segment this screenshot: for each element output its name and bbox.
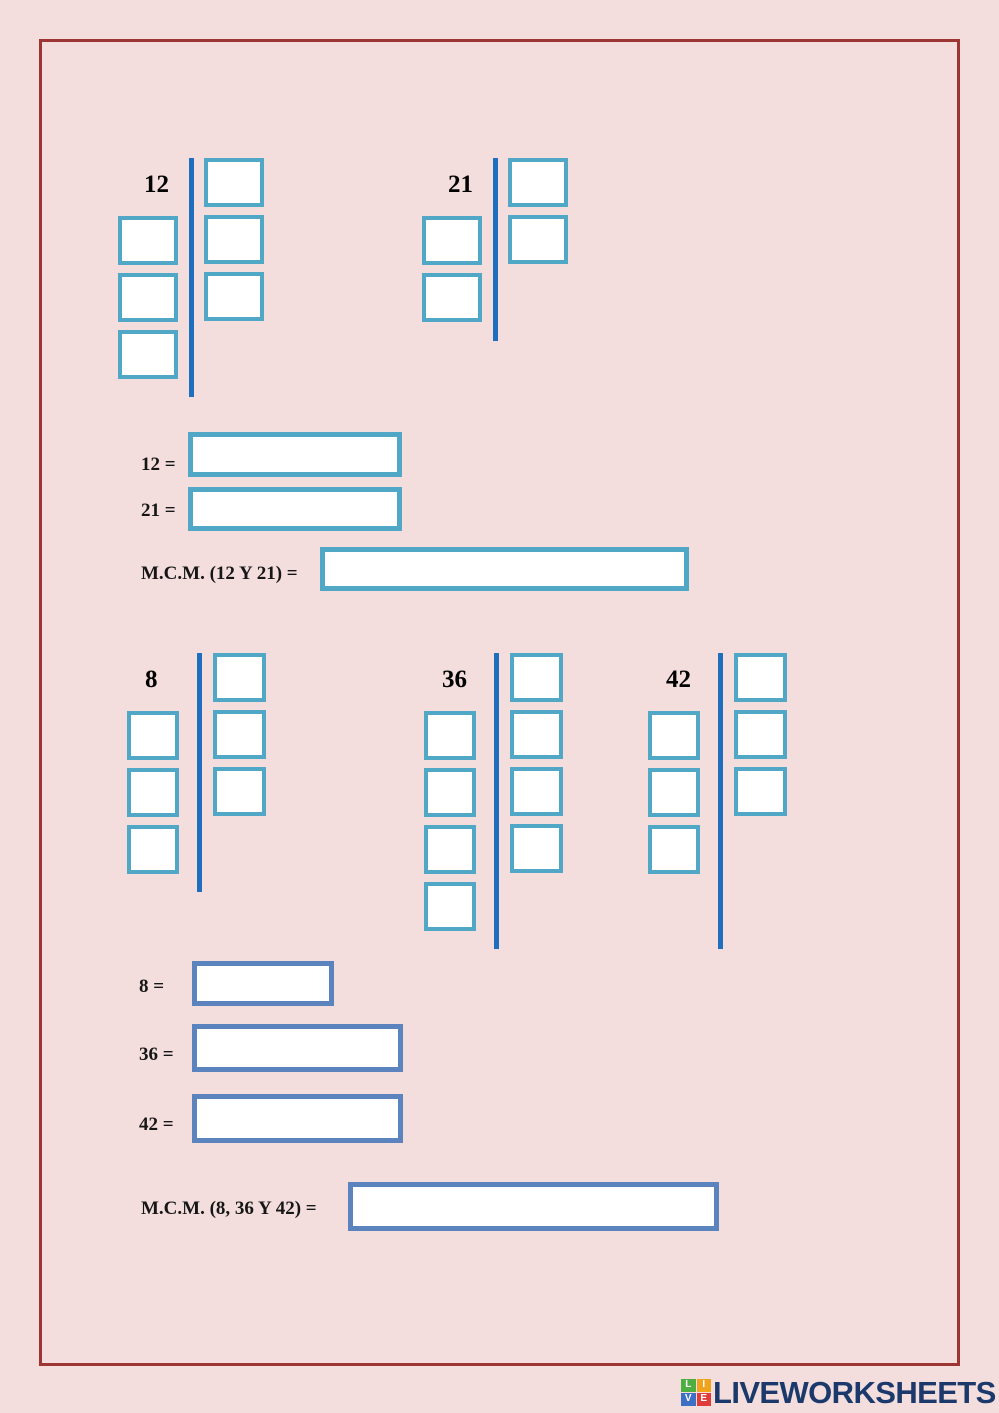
factor-cell-left[interactable] bbox=[424, 768, 476, 817]
factor-cell-left[interactable] bbox=[648, 711, 700, 760]
factor-cell-right[interactable] bbox=[204, 158, 264, 207]
answer-label: 8 = bbox=[139, 976, 165, 997]
factor-tree-number-42: 42 bbox=[666, 666, 691, 693]
factor-cell-left[interactable] bbox=[422, 273, 482, 322]
factor-tree-number-21: 21 bbox=[448, 171, 473, 198]
answer-input-mcm-12-21[interactable] bbox=[320, 547, 689, 591]
page-frame bbox=[39, 39, 960, 1366]
liveworksheets-brand-text: LIVEWORKSHEETS bbox=[713, 1374, 996, 1410]
factor-cell-left[interactable] bbox=[127, 711, 179, 760]
answer-label: M.C.M. (8, 36 Y 42) = bbox=[141, 1198, 317, 1219]
logo-letter-e: E bbox=[696, 1392, 711, 1406]
factor-cell-right[interactable] bbox=[204, 272, 264, 321]
factor-tree-divider bbox=[494, 653, 499, 949]
factor-tree-divider bbox=[718, 653, 723, 949]
answer-input-21[interactable] bbox=[188, 487, 402, 531]
factor-tree-number-8: 8 bbox=[145, 666, 158, 693]
factor-cell-left[interactable] bbox=[648, 768, 700, 817]
answer-label: M.C.M. (12 Y 21) = bbox=[141, 563, 298, 584]
factor-cell-right[interactable] bbox=[508, 215, 568, 264]
factor-cell-left[interactable] bbox=[127, 825, 179, 874]
answer-input-mcm-8-36-42[interactable] bbox=[348, 1182, 719, 1231]
factor-cell-left[interactable] bbox=[424, 882, 476, 931]
factor-cell-right[interactable] bbox=[213, 653, 266, 702]
factor-cell-right[interactable] bbox=[734, 767, 787, 816]
factor-cell-right[interactable] bbox=[204, 215, 264, 264]
factor-cell-left[interactable] bbox=[118, 330, 178, 379]
factor-cell-right[interactable] bbox=[510, 824, 563, 873]
answer-label: 36 = bbox=[139, 1044, 174, 1065]
answer-input-42[interactable] bbox=[192, 1094, 403, 1143]
factor-cell-left[interactable] bbox=[424, 711, 476, 760]
factor-tree-divider bbox=[189, 158, 194, 397]
factor-cell-left[interactable] bbox=[127, 768, 179, 817]
factor-cell-right[interactable] bbox=[213, 767, 266, 816]
factor-tree-divider bbox=[493, 158, 498, 341]
factor-cell-left[interactable] bbox=[118, 273, 178, 322]
factor-tree-number-12: 12 bbox=[144, 171, 169, 198]
factor-cell-right[interactable] bbox=[508, 158, 568, 207]
answer-input-36[interactable] bbox=[192, 1024, 403, 1072]
factor-cell-right[interactable] bbox=[734, 653, 787, 702]
factor-tree-divider bbox=[197, 653, 202, 892]
answer-input-12[interactable] bbox=[188, 432, 402, 477]
logo-letter-v: V bbox=[681, 1392, 696, 1406]
answer-label: 21 = bbox=[141, 500, 176, 521]
logo-letter-i: I bbox=[696, 1378, 711, 1392]
answer-label: 12 = bbox=[141, 454, 176, 475]
factor-cell-left[interactable] bbox=[422, 216, 482, 265]
factor-cell-right[interactable] bbox=[734, 710, 787, 759]
factor-cell-left[interactable] bbox=[118, 216, 178, 265]
factor-cell-right[interactable] bbox=[510, 653, 563, 702]
factor-cell-right[interactable] bbox=[510, 710, 563, 759]
answer-input-8[interactable] bbox=[192, 961, 334, 1006]
liveworksheets-logo-mark: L I V E bbox=[681, 1378, 711, 1406]
factor-cell-right[interactable] bbox=[510, 767, 563, 816]
factor-cell-left[interactable] bbox=[424, 825, 476, 874]
logo-letter-l: L bbox=[681, 1378, 696, 1392]
liveworksheets-logo[interactable]: L I V E LIVEWORKSHEETS bbox=[681, 1373, 996, 1411]
answer-label: 42 = bbox=[139, 1114, 174, 1135]
factor-cell-right[interactable] bbox=[213, 710, 266, 759]
factor-tree-number-36: 36 bbox=[442, 666, 467, 693]
factor-cell-left[interactable] bbox=[648, 825, 700, 874]
